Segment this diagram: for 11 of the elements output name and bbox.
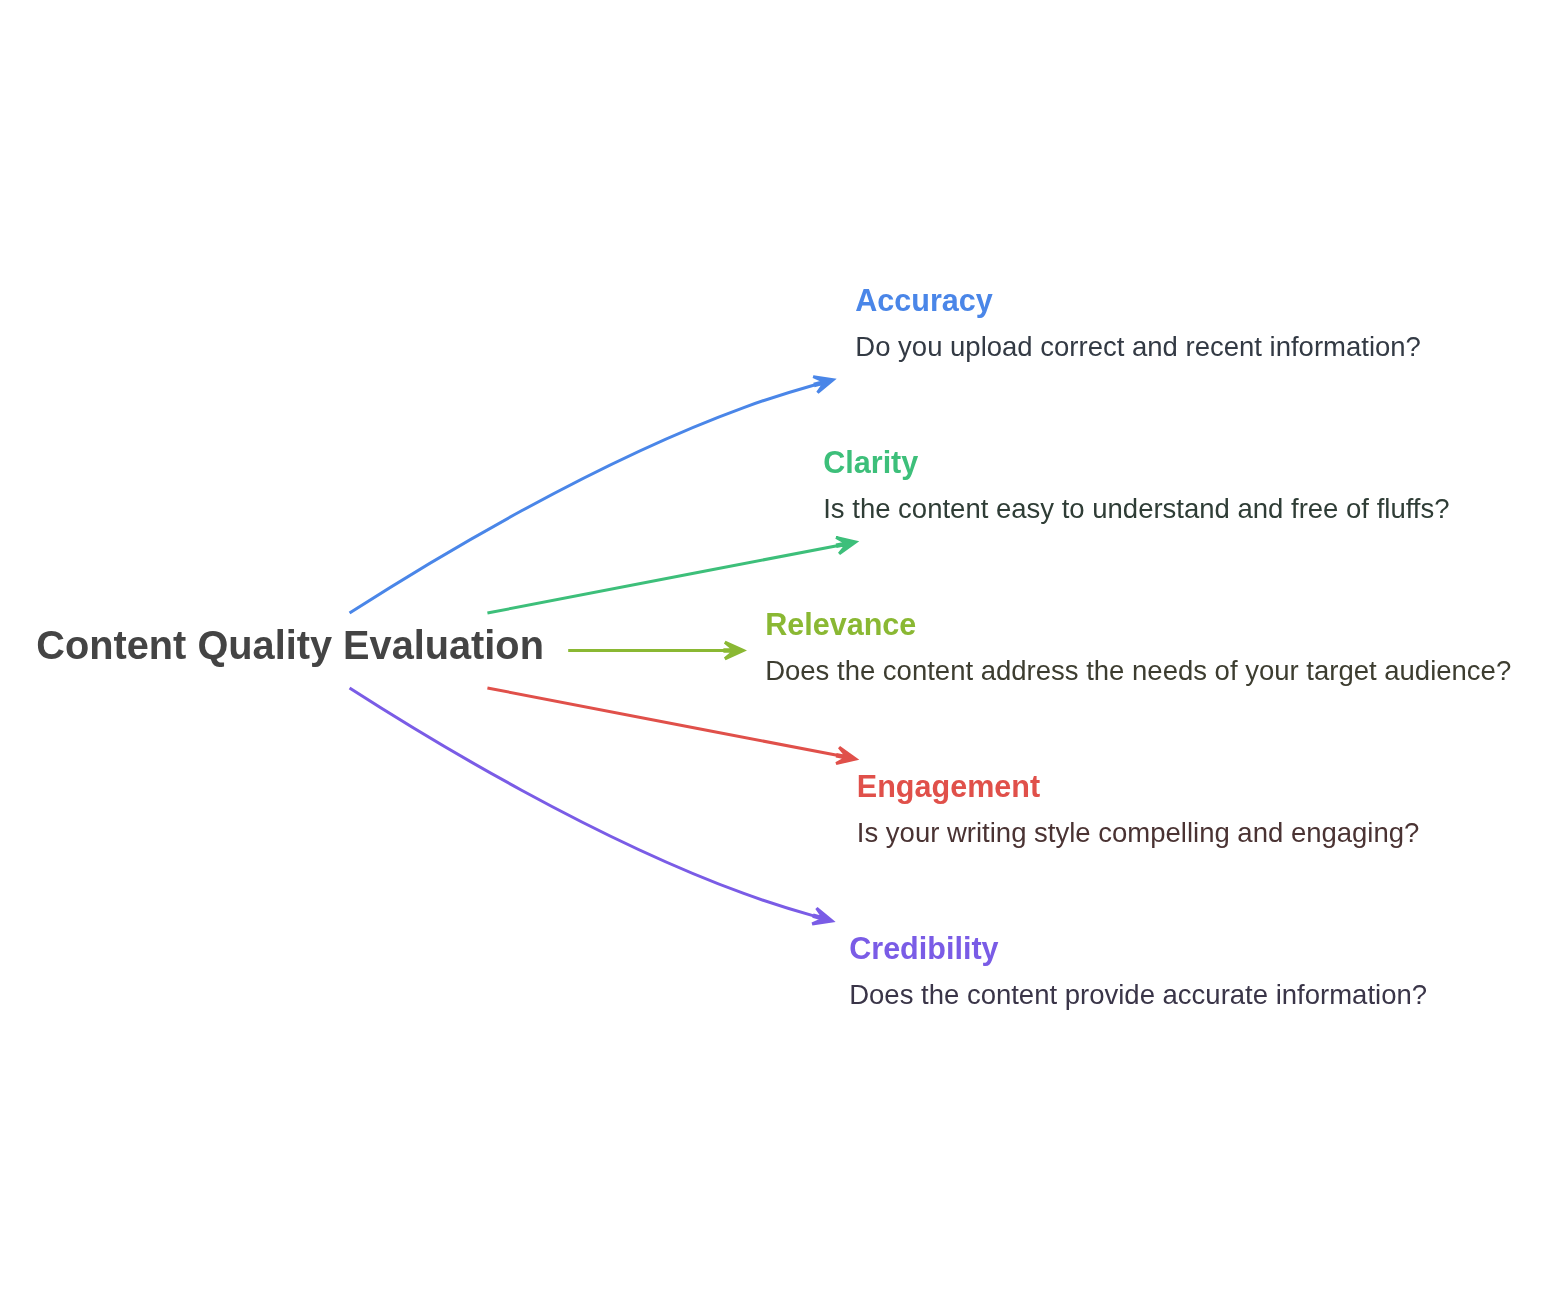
node-text: Accuracy Do you upload correct and recent information?: [855, 282, 1421, 362]
arrow: [487, 535, 858, 615]
arrow: [487, 685, 858, 765]
node-text: Engagement Is your writing style compelling and engaging?: [856, 768, 1420, 848]
node-text: Clarity Is the content easy to understand and free of fluffs?: [823, 444, 1450, 524]
arrow: [348, 374, 835, 614]
node-text: Credibility Does the content provide accurate information?: [849, 930, 1428, 1010]
arrow: [568, 640, 745, 660]
node-text: Content Quality Evaluation: [36, 622, 544, 667]
arrow: [348, 686, 834, 926]
node-text: Relevance Does the content address the needs of your target audience?: [765, 606, 1512, 686]
